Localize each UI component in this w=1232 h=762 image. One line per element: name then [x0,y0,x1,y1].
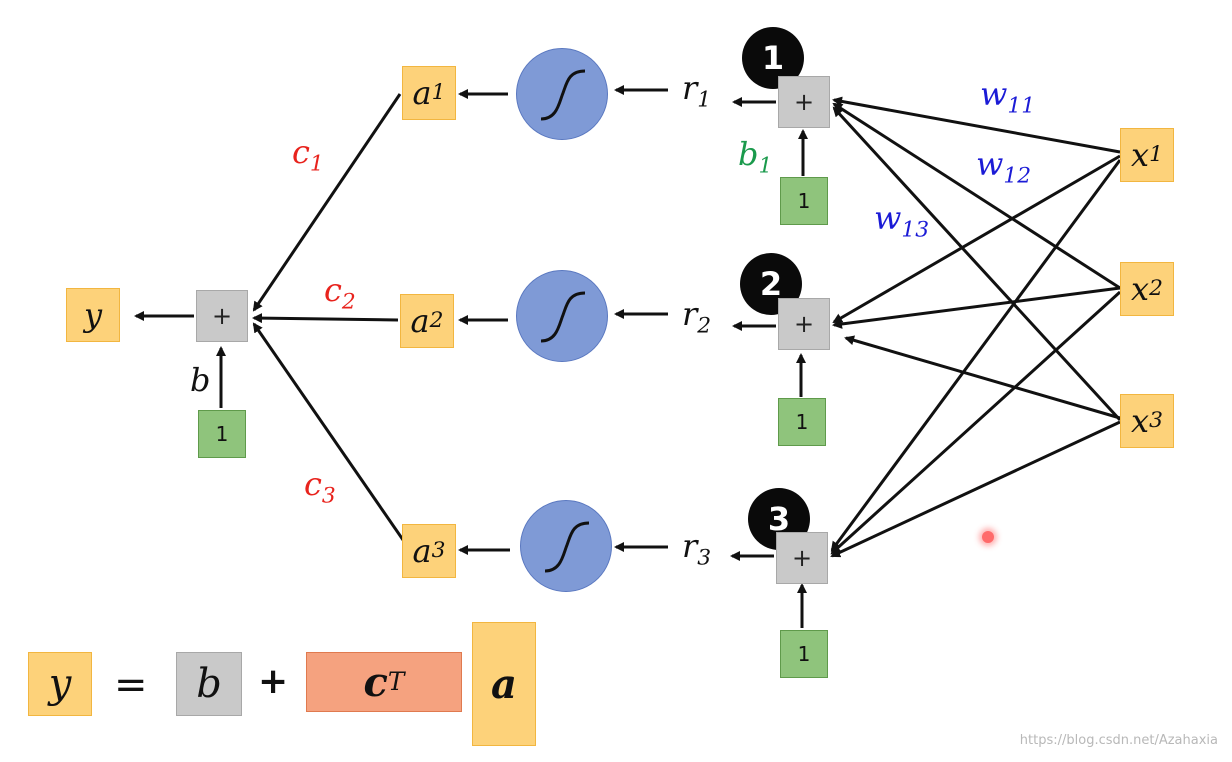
weight-label-w13: w13 [874,199,930,243]
edge-x3-n1 [832,106,1122,422]
sigmoid-curve-icon [540,69,586,121]
equation-equals: = [114,662,148,708]
neuron-bias-one-3: 1 [780,630,828,678]
edge-x2-n3 [830,290,1122,555]
edge-x1-n3 [830,159,1122,552]
equation-b: b [176,652,242,716]
sigmoid-node-2 [516,270,608,362]
neuron-bias-one-2: 1 [778,398,826,446]
neuron-sum-2: + [778,298,830,350]
edge-x1-n1 [832,96,1121,154]
c3-label: c3 [304,465,336,509]
a3-to-output-arrow [252,322,412,551]
edge-x3-n3 [830,420,1121,558]
a2-to-output-arrow [252,313,399,324]
edge-x3-n2 [844,335,1121,420]
edge-x2-n2 [832,286,1121,329]
output-bias-one: 1 [198,410,246,458]
output-bias-label: b [190,361,211,399]
weight-label-w12: w12 [976,145,1032,189]
watermark: https://blog.csdn.net/Azahaxia [1019,733,1218,748]
edge-x2-n1 [832,102,1121,290]
equation-y: y [28,652,92,716]
sigmoid-node-3 [520,500,612,592]
equation-plus: + [258,661,289,702]
red-laser-pointer [982,531,994,543]
r3-label: r3 [682,527,712,571]
output-y: y [66,288,120,342]
neuron-sum-1: + [778,76,830,128]
bias-label-b1: b1 [738,135,773,179]
neuron-bias-one-1: 1 [780,177,828,225]
c1-label: c1 [292,133,324,177]
edge-x1-n2 [832,154,1121,324]
sigmoid-node-1 [516,48,608,140]
equation-a-vector: a [472,622,536,746]
c2-label: c2 [324,271,356,315]
sigmoid-curve-icon [540,291,586,343]
a1-to-output-arrow [252,93,402,312]
weight-label-w11: w11 [980,75,1036,119]
r1-label: r1 [682,69,712,113]
sigmoid-curve-icon [544,521,590,573]
neuron-sum-3: + [776,532,828,584]
r2-label: r2 [682,295,712,339]
output-sum: + [196,290,248,342]
